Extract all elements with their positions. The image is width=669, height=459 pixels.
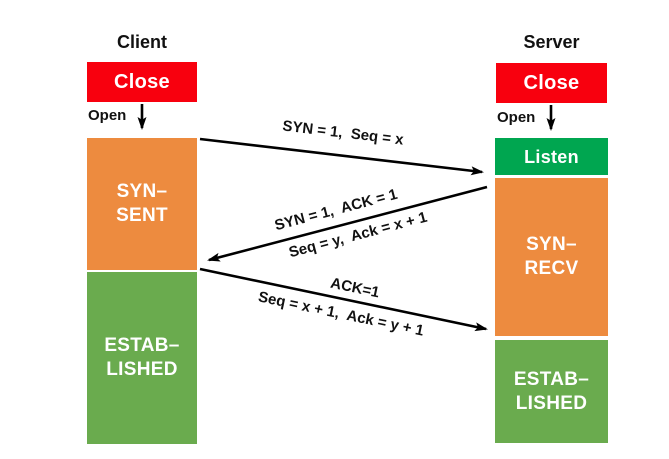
client-syn-sent-state: SYN– SENT [87,138,197,270]
client-syn-sent-line2: SENT [116,205,168,226]
server-open-label: Open [497,109,536,126]
server-title: Server [523,32,580,52]
server-syn-recv-line2: RECV [524,258,579,279]
server-established-line2: LISHED [515,392,588,414]
ack-message-label-bottom: Seq = x + 1, Ack = y + 1 [256,288,426,340]
server-syn-recv-state: SYN– RECV [495,178,608,336]
server-syn-recv-line1: SYN– [526,234,577,255]
client-established-line1: ESTAB– [104,335,180,356]
client-close-label: Close [114,71,170,93]
server-established-line1: ESTAB– [513,368,590,390]
server-close-state: Close [496,63,607,103]
syn-arrow [199,137,484,176]
syn-message-label: SYN = 1, Seq = x [281,117,405,149]
client-established-state: ESTAB– LISHED [87,272,197,444]
client-close-state: Close [87,62,197,102]
client-title: Client [116,32,167,52]
ack-message-label-top: ACK=1 [328,274,382,302]
client-established-line2: LISHED [106,359,178,380]
client-syn-sent-line1: SYN– [116,181,168,202]
server-listen-state: Listen [495,138,608,175]
server-established-state: ESTAB– LISHED [495,340,608,443]
server-close-label: Close [523,72,580,94]
server-listen-label: Listen [524,146,579,167]
client-open-label: Open [88,107,127,124]
